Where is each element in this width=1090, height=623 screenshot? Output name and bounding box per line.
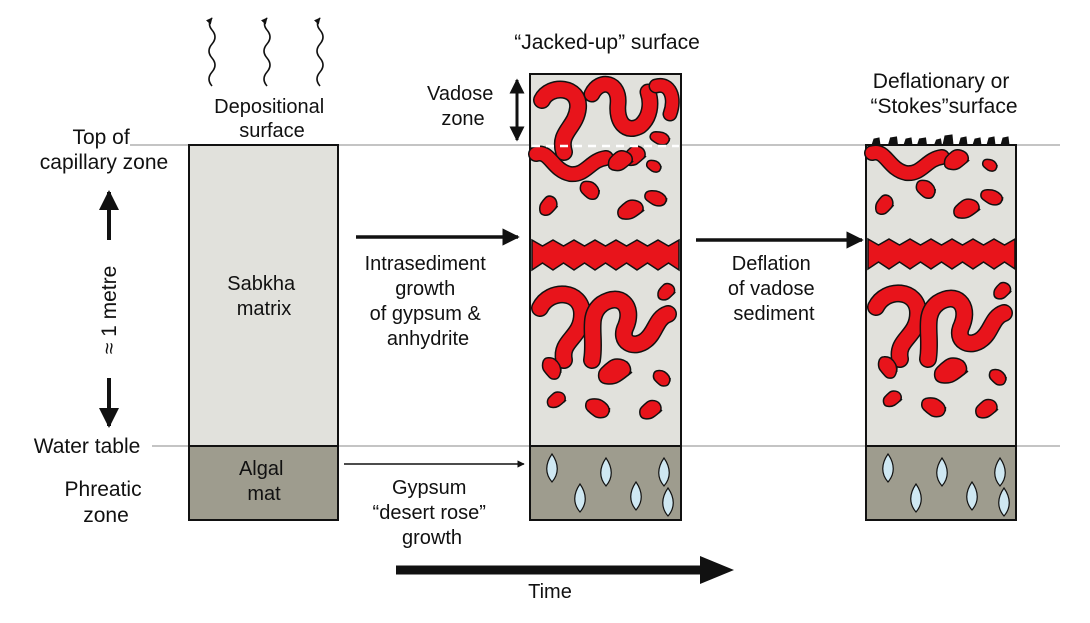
anhydrite-nodule	[657, 282, 676, 301]
deflationary-surface-label: Deflationary or “Stokes”surface	[870, 70, 1017, 118]
nodule-group-column-3	[864, 144, 1016, 419]
anhydrite-nodule	[546, 391, 567, 409]
time-label: Time	[528, 581, 572, 603]
desert-rose-crystal	[994, 456, 1006, 487]
clast-pebble-icon	[871, 134, 1010, 146]
desert-rose-crystal	[546, 452, 558, 483]
clast-pebble-icon	[1000, 136, 1010, 146]
anhydrite-nodule	[980, 189, 1004, 206]
anhydrite-nodule	[874, 194, 895, 216]
anhydrite-nodule	[584, 292, 676, 368]
anhydrite-nodule	[915, 179, 937, 200]
sabkha-matrix-block	[188, 144, 339, 447]
clast-pebble-icon	[972, 137, 982, 146]
gypsum-rose-label: Gypsum “desert rose” growth	[373, 477, 492, 549]
algal-mat-block	[188, 445, 339, 521]
anhydrite-nodule	[579, 180, 601, 201]
anhydrite-nodule	[650, 79, 679, 120]
anhydrite-nodule	[534, 82, 586, 160]
nodule-group-column-2	[528, 75, 680, 420]
anhydrite-nodule	[975, 398, 999, 419]
anhydrite-nodule	[933, 357, 969, 384]
desert-rose-crystal	[910, 482, 922, 513]
desert-rose-crystal	[630, 480, 642, 511]
sabkha-matrix-label: Sabkha matrix	[227, 273, 300, 320]
desert-rose-crystal	[882, 452, 894, 483]
anhydrite-nodule	[529, 147, 613, 181]
anhydrite-nodule	[988, 368, 1007, 386]
anhydrite-nodule	[877, 355, 898, 379]
intrasediment-label: Intrasediment growth of gypsum & anhydri…	[365, 253, 492, 350]
clast-pebble-icon	[887, 136, 899, 146]
anhydrite-nodule	[652, 369, 671, 387]
anhydrite-nodule	[920, 291, 1012, 367]
anhydrite-nodule	[865, 146, 949, 180]
anhydrite-nodule	[532, 286, 590, 368]
top-capillary-label: Top of capillary zone	[40, 126, 168, 174]
jacked-up-surface-label: “Jacked-up” surface	[514, 31, 700, 54]
enterolithic-band	[867, 237, 1016, 271]
wavy-evaporation-arrow-icon	[313, 17, 324, 87]
anhydrite-nodule	[920, 397, 947, 418]
anhydrite-nodule	[607, 150, 634, 172]
anhydrite-nodule	[617, 199, 645, 220]
desert-rose-crystal	[936, 456, 948, 487]
water-table-label: Water table	[34, 435, 141, 458]
desert-rose-crystal	[658, 456, 670, 487]
anhydrite-nodule	[538, 195, 559, 217]
clast-pebble-icon	[903, 137, 913, 146]
desert-rose-crystal	[600, 456, 612, 487]
clast-pebble-icon	[958, 136, 968, 146]
desert-rose-crystal	[574, 482, 586, 513]
anhydrite-nodule	[541, 356, 562, 380]
enterolithic-band	[531, 238, 680, 272]
clast-pebble-icon	[942, 134, 954, 146]
anhydrite-nodule	[981, 158, 998, 172]
phreatic-zone-label: Phreatic zone	[65, 478, 148, 527]
anhydrite-nodule	[584, 398, 611, 419]
desert-rose-crystal	[662, 486, 674, 517]
desert-rose-crystal	[998, 486, 1010, 517]
crystal-group-column-3	[882, 452, 1010, 517]
algal-mat-label: Algal mat	[239, 458, 289, 505]
desert-rose-crystal	[966, 480, 978, 511]
metre-scale-label: ≈ 1 metre	[98, 266, 121, 355]
clast-pebble-icon	[933, 138, 943, 146]
clast-pebble-icon	[871, 137, 881, 146]
crystal-group-column-2	[546, 452, 674, 517]
anhydrite-nodule	[585, 77, 657, 136]
anhydrite-nodule	[943, 149, 970, 171]
anhydrite-nodule	[882, 390, 903, 408]
anhydrite-nodule	[993, 281, 1012, 300]
vadose-zone-label: Vadose zone	[427, 83, 499, 130]
depositional-surface-label: Depositional surface	[214, 96, 330, 142]
anhydrite-nodule	[868, 285, 926, 367]
anhydrite-nodule	[645, 159, 662, 173]
anhydrite-nodule	[597, 358, 633, 385]
anhydrite-nodule	[953, 198, 981, 219]
deflation-label: Deflation of vadose sediment	[728, 253, 820, 325]
anhydrite-nodule	[639, 399, 663, 420]
time-arrow-head	[700, 556, 734, 584]
anhydrite-nodule	[644, 190, 668, 207]
wavy-evaporation-arrow-icon	[205, 17, 216, 87]
clast-pebble-icon	[986, 136, 996, 146]
clast-pebble-icon	[916, 137, 928, 146]
wavy-evaporation-arrow-icon	[260, 17, 271, 87]
